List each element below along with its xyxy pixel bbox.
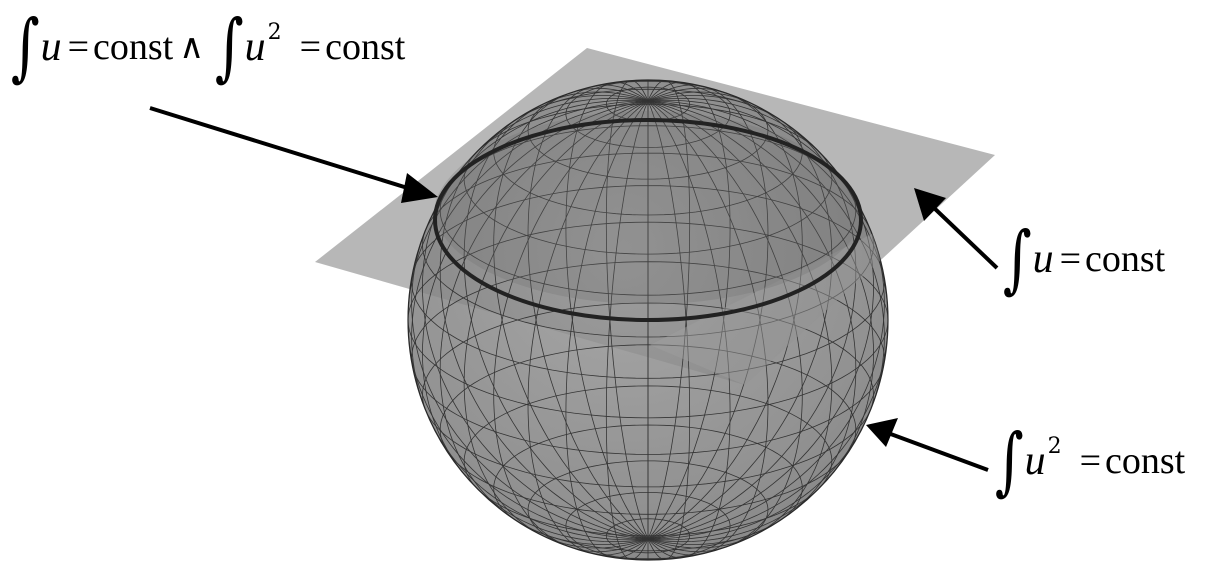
sphere-grid-line <box>647 100 769 556</box>
label-sphere: ∫ u 2 = const <box>990 424 1185 498</box>
sphere-grid-line <box>605 80 649 540</box>
integral-sign-2: ∫ <box>214 4 244 90</box>
sphere-grid-line <box>647 100 888 540</box>
exponent-2: 2 <box>267 20 282 45</box>
sphere-grid-line <box>439 100 649 545</box>
integral-sign-1: ∫ <box>10 4 40 90</box>
arrow-plane <box>914 188 999 270</box>
equals-sign-2: = <box>299 26 322 68</box>
sphere-grid-line <box>647 100 731 559</box>
sphere-grid-line <box>408 100 649 540</box>
sphere-grid-line <box>647 87 803 540</box>
sphere-grid-line <box>527 84 649 540</box>
intersection-circle <box>433 118 863 322</box>
sphere-grid-line <box>422 97 649 540</box>
sphere-grid-line <box>647 95 857 540</box>
arrow-sphere <box>866 418 989 472</box>
variable-u-2: u <box>244 24 266 70</box>
const-word-2: const <box>325 26 406 68</box>
variable-u-plane: u <box>1032 236 1054 282</box>
wedge-symbol: ∧ <box>179 27 205 67</box>
integral-sign-plane: ∫ <box>1002 216 1032 302</box>
const-word-plane: const <box>1085 238 1166 280</box>
sphere-grid-line <box>463 100 649 549</box>
sphere-grid-line <box>647 81 731 540</box>
sphere-grid-line <box>422 100 649 543</box>
sphere-grid-line <box>493 87 649 540</box>
sphere-grid-line <box>565 81 649 540</box>
sphere-grid-line <box>493 100 649 553</box>
exponent-sphere: 2 <box>1047 434 1062 459</box>
sphere-grid-line <box>647 97 874 540</box>
sphere-cap <box>435 111 861 305</box>
sphere-grid-line <box>527 100 649 556</box>
variable-u-1: u <box>40 24 62 70</box>
equals-sign-sphere: = <box>1079 440 1101 482</box>
sphere-grid-line <box>647 100 803 553</box>
sphere-grid-line <box>463 91 649 540</box>
sphere-grid-line <box>411 99 649 540</box>
sphere-grid-line <box>647 100 691 560</box>
const-word-1: const <box>93 26 174 68</box>
sphere-grid-line <box>647 80 691 540</box>
equals-sign-1: = <box>67 26 89 68</box>
sphere-grid-line <box>647 100 857 545</box>
plane-front-part <box>650 155 888 385</box>
label-plane: ∫ u = const <box>998 222 1165 296</box>
equals-sign-plane: = <box>1059 238 1081 280</box>
const-word-sphere: const <box>1105 440 1186 482</box>
sphere-grid-line <box>647 100 833 549</box>
arrow-intersection <box>149 106 438 203</box>
integral-sign-sphere: ∫ <box>994 418 1024 504</box>
sphere-grid-line <box>647 84 769 540</box>
sphere-grid-line <box>439 95 649 540</box>
sphere-grid-line <box>647 91 833 540</box>
label-intersection: ∫ u = const ∧ ∫ u 2 = const <box>6 4 406 90</box>
variable-u-sphere: u <box>1024 438 1046 484</box>
sphere-grid-line <box>605 100 649 560</box>
sphere-grid-line <box>647 100 874 543</box>
sphere-grid-line <box>565 100 649 559</box>
